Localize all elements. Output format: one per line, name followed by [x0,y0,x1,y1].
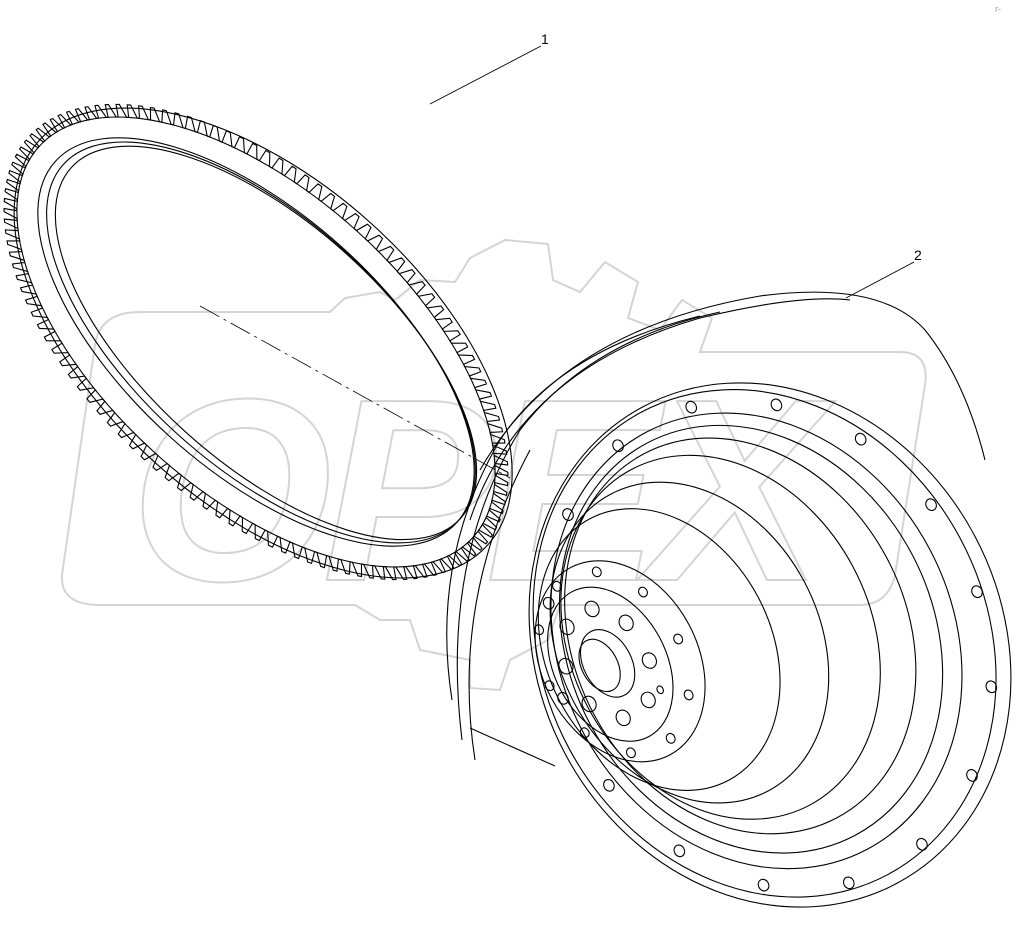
flywheel-center-bore-inner [578,638,621,693]
hub-ring-hole [552,580,562,592]
clutch-mount-hole [925,498,937,512]
clutch-mount-hole [971,585,983,599]
crankshaft-bolt-hole [584,600,600,618]
flywheel-rim-back-inner [469,298,851,521]
callout-1-leader [429,45,542,105]
hub-ring-hole [683,689,694,701]
crankshaft-bolt-hole [615,709,631,727]
hub-ring-holes [534,566,694,759]
hub-ring-hole [665,732,676,744]
crankshaft-bolt-hole [559,618,575,636]
flywheel-rim-side-3 [468,449,531,761]
corner-mark: r- [995,4,1001,14]
clutch-mount-hole [685,400,698,414]
crankshaft-bolt-hole [641,652,658,669]
clutch-mount-hole [603,778,615,792]
svg-text:OPEX: OPEX [130,346,836,636]
crankshaft-bolt-holes [558,600,658,727]
flywheel-face-outer [528,382,1012,908]
flywheel-clutch-surface [558,424,944,854]
flywheel [446,291,1012,908]
hub-ring-hole [637,586,648,598]
crankshaft-bolt-hole [640,691,656,709]
clutch-mount-hole [557,691,569,705]
flywheel-face-step [550,412,963,870]
clutch-mount-hole [854,432,867,446]
flywheel-rim-side-2 [456,311,721,741]
flywheel-recess-3 [549,481,830,804]
hub-ring-hole [579,727,590,739]
hub-ring-hole [534,624,545,636]
clutch-mount-hole [673,844,686,858]
clutch-mount-hole [770,398,783,412]
flywheel-center-bore [579,629,636,698]
flywheel-recess-1 [564,437,917,835]
clutch-mount-hole [562,508,574,521]
opex-watermark-logo: OPEX [60,238,927,692]
callout-2-leader [845,261,915,299]
crankshaft-bolt-hole [618,614,634,632]
callout-2-number: 2 [914,247,922,263]
axis-centerline [199,305,511,479]
clutch-mount-hole [842,876,855,890]
hub-ring-hole [673,633,684,645]
clutch-mount-hole [966,769,978,782]
flywheel-hub [547,586,674,742]
dowel-pin-hole [656,685,664,695]
clutch-mount-hole [612,439,624,453]
clutch-mount-hole [757,878,770,892]
ring-gear [3,103,513,581]
hub-ring-hole [591,566,602,578]
crankshaft-bolt-hole [558,657,574,675]
callout-1-number: 1 [541,31,549,47]
clutch-mount-hole [985,680,998,694]
hub-ring-hole [544,680,555,692]
flywheel-rim-side [446,315,701,701]
flywheel-hub-flange [534,560,706,763]
hub-ring-hole [625,747,636,759]
crankshaft-bolt-hole [581,695,597,713]
callout-1: 1 [429,31,549,105]
clutch-mount-holes [542,398,998,892]
flywheel-recess-4 [537,508,781,791]
ring-gear-chamfer [46,141,476,544]
ring-gear-tooth-face [13,107,513,579]
clutch-mount-hole [542,596,555,610]
callout-2: 2 [845,247,922,299]
flywheel-rim-seam [469,727,556,767]
flywheel-recess-2 [560,454,881,820]
clutch-mount-hole [916,837,928,851]
